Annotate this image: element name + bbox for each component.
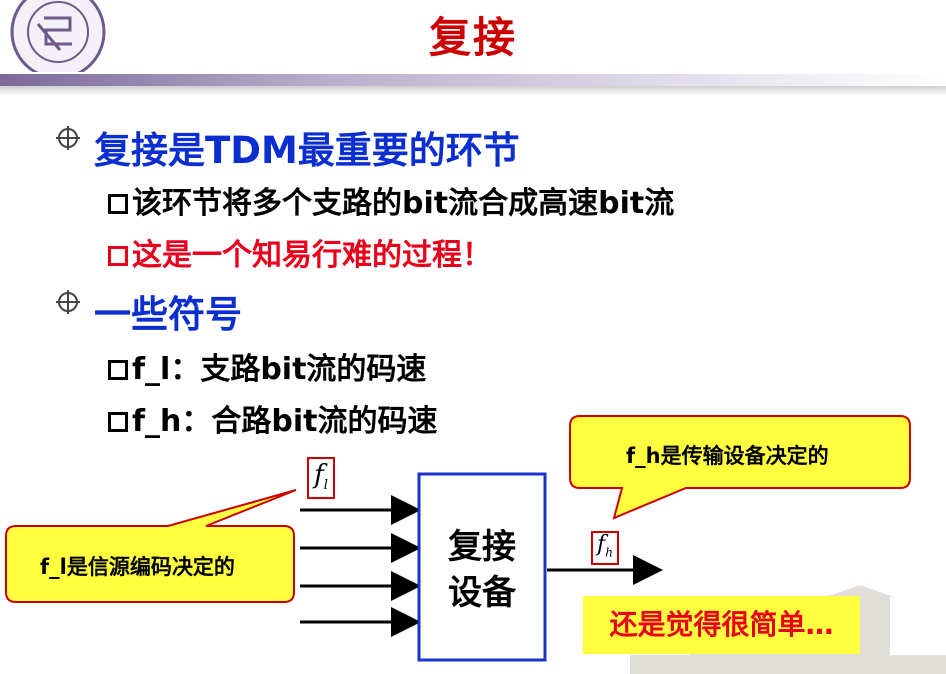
bullet-main-1-text: 复接是TDM最重要的环节 (94, 129, 520, 172)
fl-label: fl (308, 460, 334, 493)
sub-bullet-1-2: 这是一个知易行难的过程！ (108, 230, 492, 274)
square-box-icon (108, 194, 128, 214)
fl-label-box (307, 457, 335, 499)
page-title: 复接 (428, 13, 517, 62)
header-shadow (0, 86, 946, 96)
sub-bullet-1-1-text: 该环节将多个支路的bit流合成高速bit流 (132, 186, 675, 221)
bullet-main-2: 一些符号 (56, 284, 242, 338)
callout-left-text: f_l是信源编码决定的 (40, 555, 235, 579)
header-bar (0, 74, 946, 86)
sub-bullet-2-2: f_h：合路bit流的码速 (108, 396, 438, 440)
callout-left-bubble (5, 489, 297, 603)
device-label-line2: 设备 (448, 573, 516, 613)
crosshair-circle-icon (56, 290, 80, 314)
bullet-main-2-text: 一些符号 (94, 293, 242, 336)
sub-bullet-2-2-text: f_h：合路bit流的码速 (132, 404, 438, 439)
fh-label: fh (592, 532, 618, 559)
university-seal-logo (10, 0, 106, 72)
crosshair-circle-icon (56, 126, 80, 150)
multiplexer-device-box (417, 472, 547, 662)
device-label-line1: 复接 (448, 527, 516, 567)
square-box-icon (108, 246, 128, 266)
fl-label-sub: l (323, 478, 328, 494)
fh-label-box (591, 531, 619, 565)
sub-bullet-1-2-text: 这是一个知易行难的过程！ (132, 238, 492, 273)
fl-label-base: f (314, 460, 324, 490)
fh-label-base: f (597, 532, 606, 557)
sub-bullet-2-1: f_l：支路bit流的码速 (108, 344, 426, 388)
note-box: 还是觉得很简单… (583, 596, 860, 654)
sub-bullet-1-1: 该环节将多个支路的bit流合成高速bit流 (108, 178, 674, 222)
bullet-main-1: 复接是TDM最重要的环节 (56, 120, 520, 174)
callout-right-bubble (569, 415, 911, 520)
device-label: 复接 设备 (420, 524, 544, 616)
fh-label-sub: h (605, 545, 613, 560)
callout-right-text: f_h是传输设备决定的 (626, 444, 829, 468)
square-box-icon (108, 412, 128, 432)
sub-bullet-2-1-text: f_l：支路bit流的码速 (132, 352, 427, 387)
square-box-icon (108, 360, 128, 380)
